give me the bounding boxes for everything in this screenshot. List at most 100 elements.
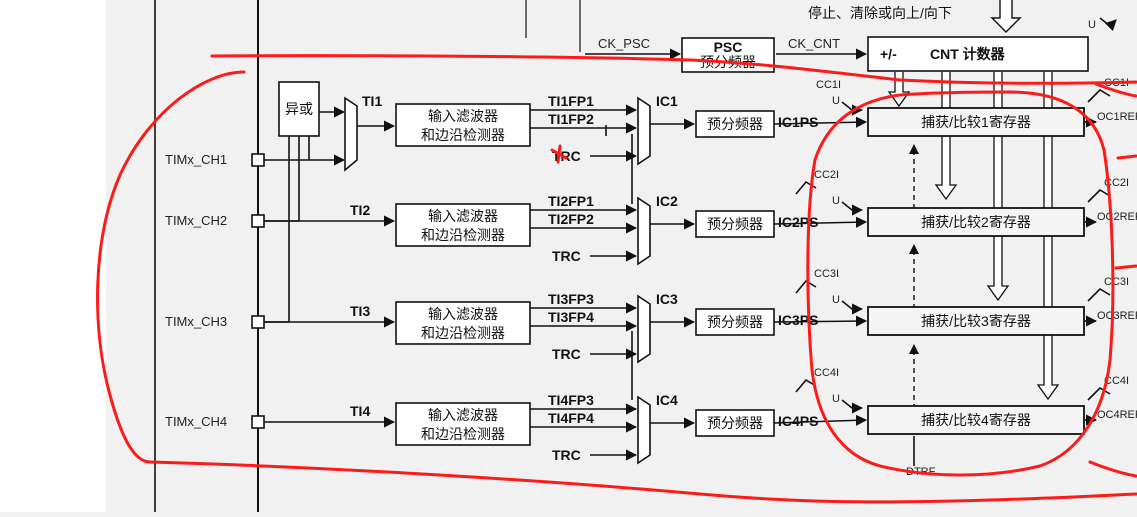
psc-block (681, 37, 775, 73)
ti-label-ch3: TI3 (350, 303, 370, 319)
cci-label-ch3: CC3I (814, 268, 839, 280)
cc-register-label-ch3: 捕获/比较3寄存器 (921, 313, 1031, 329)
pin-label-ch4: TIMx_CH4 (165, 414, 227, 429)
oc-label-ch3: OC3REF (1097, 310, 1137, 322)
ic-label-ch3: IC3 (656, 291, 678, 307)
fp-a-label-ch2: TI2FP1 (548, 193, 594, 209)
filter-block-ch1 (395, 103, 531, 147)
ic-label-ch2: IC2 (656, 193, 678, 209)
trc-label-ch2: TRC (552, 248, 581, 264)
prescaler-label-ch2: 预分频器 (707, 216, 763, 232)
ic-mux-ch3 (637, 294, 651, 364)
prescaler-block-ch1 (695, 110, 775, 138)
prescaler-block-ch2 (695, 210, 775, 238)
oc-label-ch1: OC1REF (1097, 111, 1137, 123)
cci-signal-ch3 (795, 279, 817, 294)
control-arrow (990, 0, 1022, 33)
pin-square-ch2 (251, 214, 265, 228)
u-label-ch2: U (832, 195, 840, 207)
prescaler-label-ch1: 预分频器 (707, 116, 763, 132)
cci-label-ch4: CC4I (814, 367, 839, 379)
ti1-mux (344, 96, 358, 172)
filter-line2-ch1: 和边沿检测器 (421, 127, 505, 143)
ic-label-ch4: IC4 (656, 392, 678, 408)
filter-block-ch4 (395, 402, 531, 446)
trc-label-ch4: TRC (552, 447, 581, 463)
pin-square-ch3 (251, 315, 265, 329)
pin-label-ch1: TIMx_CH1 (165, 152, 227, 167)
trc-label-ch1: TRC (552, 148, 581, 164)
u-arrow-ch4 (841, 399, 864, 414)
ic-mux-ch1 (637, 96, 651, 166)
icps-label-ch4: IC4PS (778, 413, 818, 429)
psc-label: PSC (714, 39, 743, 55)
cc-register-label-ch2: 捕获/比较2寄存器 (921, 214, 1031, 230)
icps-label-ch1: IC1PS (778, 114, 818, 130)
ck-psc-label: CK_PSC (598, 36, 650, 51)
pin-label-ch2: TIMx_CH2 (165, 213, 227, 228)
ic-mux-ch4 (637, 395, 651, 465)
ck-cnt-label: CK_CNT (788, 36, 840, 51)
pin-square-ch4 (251, 415, 265, 429)
cc-right-label-ch3: CC3I (1104, 276, 1129, 288)
annotation-bottom-right (1088, 460, 1137, 478)
oc-label-ch4: OC4REF (1097, 409, 1137, 421)
ti-label-ch2: TI2 (350, 202, 370, 218)
cci-label-ch1: CC1I (816, 79, 841, 91)
cnt-to-reg1-arrow (887, 72, 911, 108)
fp-a-label-ch3: TI3FP3 (548, 291, 594, 307)
u-arrow-ch3 (841, 300, 864, 315)
control-note: 停止、清除或向上/向下 (808, 5, 952, 21)
annotation-right-tick-2 (1114, 264, 1137, 270)
ti-label-ch4: TI4 (350, 403, 370, 419)
cc-right-signal-ch4 (1087, 386, 1111, 401)
channels-group: TIMx_CH1TI1输入滤波器和边沿检测器TI1FP1TI1FP2TRCIC1… (165, 77, 1137, 465)
fp-a-label-ch1: TI1FP1 (548, 93, 594, 109)
fp-a-label-ch4: TI4FP3 (548, 392, 594, 408)
icps-line-ch1 (773, 116, 868, 128)
trc-label-ch3: TRC (552, 346, 581, 362)
cc-right-signal-ch1 (1087, 88, 1111, 103)
icps-line-ch2 (773, 216, 868, 228)
pin-label-ch3: TIMx_CH3 (165, 314, 227, 329)
annotation-right-tick-1 (1116, 154, 1137, 160)
pin-square-ch1 (251, 153, 265, 167)
filter-block-ch3 (395, 301, 531, 345)
filter-line1-ch4: 输入滤波器 (428, 407, 498, 423)
filter-line2-ch3: 和边沿检测器 (421, 325, 505, 341)
cnt-to-reg3-arrow (986, 72, 1010, 302)
filter-line1-ch1: 输入滤波器 (428, 108, 498, 124)
icps-label-ch3: IC3PS (778, 312, 818, 328)
left-margin (0, 0, 106, 512)
top-u-arrow (1099, 17, 1117, 32)
u-label-ch3: U (832, 294, 840, 306)
fp-b-label-ch3: TI3FP4 (548, 309, 594, 325)
fp-b-label-ch4: TI4FP4 (548, 410, 594, 426)
prescaler-label-ch4: 预分频器 (707, 415, 763, 431)
oc-label-ch2: OC2REF (1097, 211, 1137, 223)
icps-line-ch4 (773, 414, 868, 426)
annotation-loop-left (96, 70, 1137, 504)
filter-line2-ch4: 和边沿检测器 (421, 426, 505, 442)
cci-label-ch2: CC2I (814, 169, 839, 181)
xor-label: 异或 (285, 101, 313, 117)
cnt-sign: +/- (880, 46, 897, 62)
ti-label-ch1: TI1 (362, 93, 382, 109)
prescaler-label-ch3: 预分频器 (707, 314, 763, 330)
annotation-right-tick-3 (1094, 82, 1137, 98)
cc-register-ch2 (867, 207, 1085, 237)
icps-line-ch3 (773, 315, 868, 327)
filter-line1-ch2: 输入滤波器 (428, 208, 498, 224)
annotation-registers-circle (806, 90, 1115, 477)
top-u-label: U (1088, 19, 1096, 31)
cc-register-ch3 (867, 306, 1085, 336)
ic-label-ch1: IC1 (656, 93, 678, 109)
fp-b-label-ch2: TI2FP2 (548, 211, 594, 227)
filter-line1-ch3: 输入滤波器 (428, 306, 498, 322)
u-label-ch1: U (832, 95, 840, 107)
cc-right-signal-ch2 (1087, 188, 1111, 203)
cc-right-label-ch2: CC2I (1104, 177, 1129, 189)
cc-register-ch1 (867, 107, 1085, 137)
cc-register-label-ch1: 捕获/比较1寄存器 (921, 114, 1031, 130)
